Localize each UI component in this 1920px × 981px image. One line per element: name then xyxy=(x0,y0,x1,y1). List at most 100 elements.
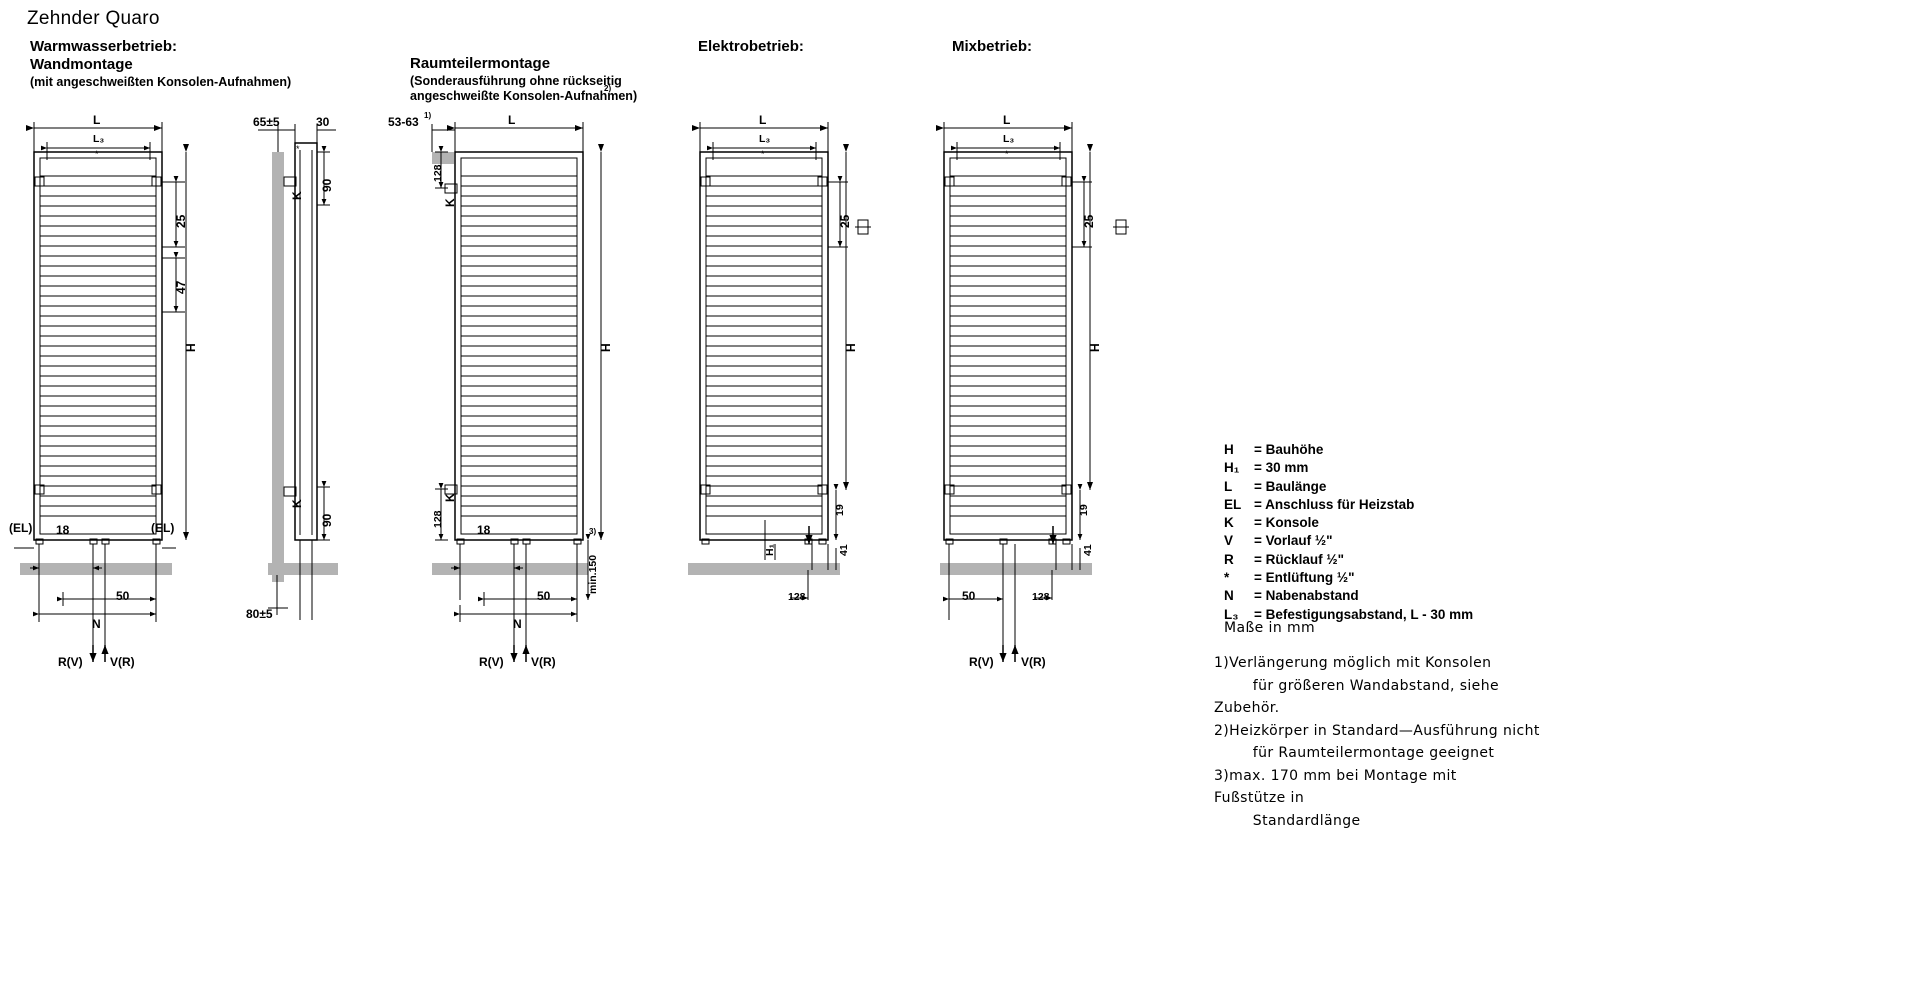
view3-conn-right: V(R) xyxy=(531,655,556,669)
footnote-line: 2)Heizkörper in Standard—Ausführung nich… xyxy=(1214,722,1540,739)
view1-front-elevation: * xyxy=(14,122,189,662)
view3-dim-min150: min.150 xyxy=(587,554,599,594)
view1-heading: Warmwasserbetrieb: xyxy=(30,38,177,55)
legend-row: V = Vorlauf ½" xyxy=(1224,532,1473,550)
view1-subheading: Wandmontage xyxy=(30,56,133,73)
footnote-line: 3)max. 170 mm bei Montage mit xyxy=(1214,767,1457,784)
view5-dim-128: 128 xyxy=(1032,591,1050,603)
legend-description: Baulänge xyxy=(1265,478,1327,494)
svg-text:*: * xyxy=(95,149,99,159)
legend-symbol: EL xyxy=(1224,496,1242,512)
view4-heading: Elektrobetrieb: xyxy=(698,38,804,55)
legend-description: Entlüftung ½" xyxy=(1265,570,1355,586)
legend-row: EL = Anschluss für Heizstab xyxy=(1224,496,1473,514)
legend-equals: = xyxy=(1254,515,1266,531)
view5-conn-left: R(V) xyxy=(969,655,994,669)
legend-row: * = Entlüftung ½" xyxy=(1224,569,1473,587)
view3-dim-128-bottom: 128 xyxy=(432,510,444,528)
legend-symbol: * xyxy=(1224,570,1230,586)
view2-dim-top-right: 30 xyxy=(316,115,330,129)
view3-heading: Raumteilermontage xyxy=(410,55,551,72)
legend-symbol: R xyxy=(1224,551,1234,567)
view3-room-divider-elevation xyxy=(431,122,604,662)
view5-dim-25: 25 xyxy=(1082,214,1096,228)
legend-symbol: H₁ xyxy=(1224,460,1240,476)
legend-equals: = xyxy=(1254,606,1266,622)
view2-side-section: * xyxy=(258,124,338,620)
legend-equals: = xyxy=(1254,570,1266,586)
view3-conn-left: R(V) xyxy=(479,655,504,669)
legend-description: Rücklauf ½" xyxy=(1265,551,1345,567)
view3-dim-min150-sup: 3) xyxy=(589,527,597,536)
view3-note-line1: (Sonderausführung ohne rückseitig xyxy=(410,74,622,88)
legend-description: Anschluss für Heizstab xyxy=(1265,496,1415,512)
view2-label-K-upper: K xyxy=(290,191,304,200)
view1-dim-H: H xyxy=(184,343,198,352)
legend-equals: = xyxy=(1254,533,1266,549)
view1-label-el-right: (EL) xyxy=(151,521,175,535)
view3-dim-H: H xyxy=(599,343,613,352)
view4-dim-25: 25 xyxy=(838,214,852,228)
units-note: Maße in mm xyxy=(1224,620,1316,636)
legend-description: 30 mm xyxy=(1265,460,1309,476)
footnote-line: Fußstütze in xyxy=(1214,790,1305,806)
view4-dim-L3: L₃ xyxy=(759,133,771,145)
legend-symbol: L₃ xyxy=(1224,606,1239,622)
view1-dim-N: N xyxy=(92,617,101,631)
legend-description: Konsole xyxy=(1265,515,1319,531)
svg-text:*: * xyxy=(1005,149,1009,159)
legend-equals: = xyxy=(1254,588,1266,604)
view3-dim-128-top: 128 xyxy=(432,164,444,182)
legend-row: L₃= Befestigungsabstand, L - 30 mm xyxy=(1224,606,1473,624)
view5-dim-L3: L₃ xyxy=(1003,133,1015,145)
view5-conn-right: V(R) xyxy=(1021,655,1046,669)
view4-dim-41: 41 xyxy=(838,544,850,556)
view5-dim-41: 41 xyxy=(1082,544,1094,556)
view2-dim-bottom: 80±5 xyxy=(246,607,273,621)
view5-dim-19: 19 xyxy=(1078,504,1090,516)
view1-label-el-left: (EL) xyxy=(9,521,33,535)
view1-conn-right: V(R) xyxy=(110,655,135,669)
view1-conn-left: R(V) xyxy=(58,655,83,669)
legend-row: H₁ = 30 mm xyxy=(1224,459,1473,477)
view5-mixed-elevation: * xyxy=(936,122,1129,662)
view1-dim-25: 25 xyxy=(174,214,188,228)
footnote-line: Standardlänge xyxy=(1214,812,1361,829)
view3-dim-50: 50 xyxy=(537,589,551,603)
view1-dim-L3: L₃ xyxy=(93,133,105,145)
view5-dim-50: 50 xyxy=(962,589,976,603)
legend-equals: = xyxy=(1254,496,1266,512)
view2-dim-90-upper: 90 xyxy=(320,178,334,192)
view3-dim-N: N xyxy=(513,617,522,631)
footnotes-block: 1)Verlängerung möglich mit Konsolen für … xyxy=(1214,652,1540,832)
view4-dim-H: H xyxy=(844,343,858,352)
view5-dim-L: L xyxy=(1003,113,1011,127)
footnote-line: für Raumteilermontage geeignet xyxy=(1214,745,1495,761)
legend-description: Bauhöhe xyxy=(1265,442,1324,457)
view1-note: (mit angeschweißten Konsolen-Aufnahmen) xyxy=(30,75,292,89)
view4-dim-H1: H₁ xyxy=(764,544,776,556)
legend-symbol: L xyxy=(1224,478,1233,494)
view2-dim-top-left: 65±5 xyxy=(253,115,280,129)
legend-equals: = xyxy=(1254,551,1266,567)
view5-heading: Mixbetrieb: xyxy=(952,38,1033,55)
legend-row: K = Konsole xyxy=(1224,514,1473,532)
view1-dim-18: 18 xyxy=(56,523,70,537)
view3-label-K-upper: K xyxy=(443,198,457,207)
footnote-line: 1)Verlängerung möglich mit Konsolen xyxy=(1214,655,1492,671)
legend-equals: = xyxy=(1254,460,1266,476)
view2-label-K-lower: K xyxy=(290,499,304,508)
legend-description: Vorlauf ½" xyxy=(1265,533,1333,549)
view3-dim-L: L xyxy=(508,113,516,127)
legend-description: Nabenabstand xyxy=(1265,588,1359,604)
legend-symbol: V xyxy=(1224,533,1234,549)
svg-text:*: * xyxy=(296,144,300,154)
legend-symbol: K xyxy=(1224,515,1234,531)
legend-row: R = Rücklauf ½" xyxy=(1224,551,1473,569)
view1-dim-47: 47 xyxy=(174,280,188,294)
view3-note-superscript: 2) xyxy=(604,84,612,93)
view3-dim-18: 18 xyxy=(477,523,491,537)
footnote-line: für größeren Wandabstand, siehe xyxy=(1214,677,1499,694)
